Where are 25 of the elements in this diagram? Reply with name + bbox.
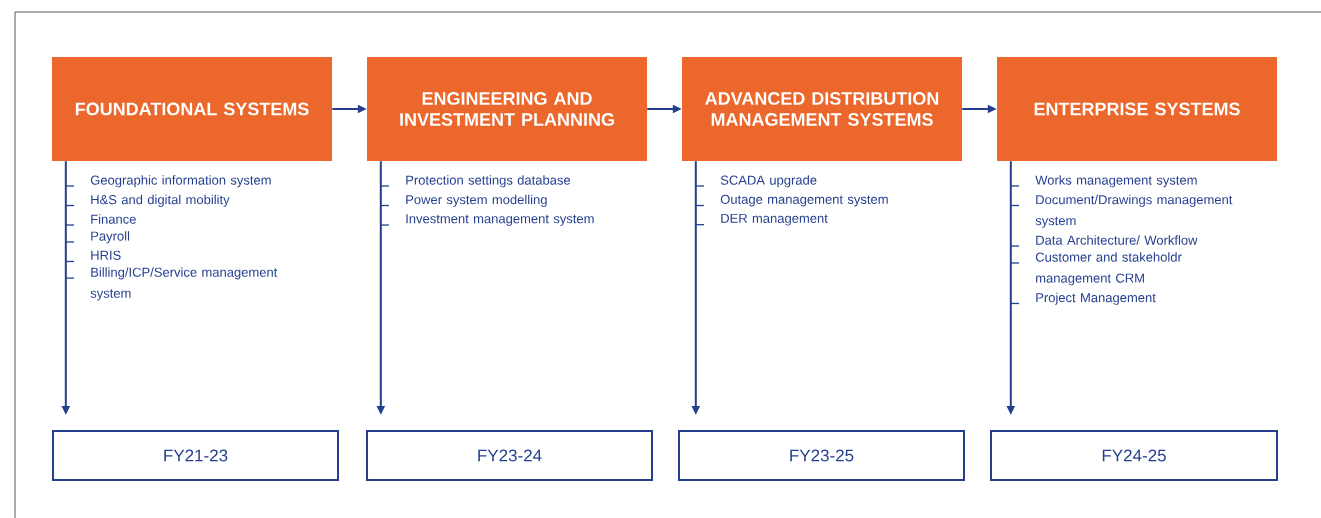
period-box: FY23-24 bbox=[366, 430, 653, 481]
period-box: FY21-23 bbox=[52, 430, 339, 481]
list-item: Customer and stakeholdr management CRM bbox=[1035, 252, 1182, 286]
header-box: ADVANCED DISTRIBUTION MANAGEMENT SYSTEMS bbox=[682, 57, 962, 161]
list-item: DER management bbox=[721, 213, 828, 226]
list-item: Power system modelling bbox=[406, 194, 547, 207]
header-box: ENTERPRISE SYSTEMS bbox=[997, 57, 1277, 161]
list-item: Finance bbox=[91, 214, 136, 224]
list-item: Billing/ICP/Service management system bbox=[90, 267, 278, 301]
period-box: FY24-25 bbox=[990, 430, 1278, 481]
list-item: Works management system bbox=[1035, 175, 1197, 188]
list-item: Outage management system bbox=[720, 194, 888, 207]
list-item: Geographic information system bbox=[90, 175, 271, 188]
header-box: ENGINEERING AND INVESTMENT PLANNING bbox=[367, 57, 647, 161]
list-item: Project Management bbox=[1036, 292, 1156, 305]
list-item: HRIS bbox=[91, 250, 121, 260]
period-box: FY23-25 bbox=[678, 430, 965, 481]
list-item: Investment management system bbox=[406, 214, 594, 226]
list-item: SCADA upgrade bbox=[720, 175, 817, 188]
list-item: Protection settings database bbox=[406, 175, 571, 188]
list-item: Document/Drawings management system bbox=[1035, 194, 1233, 228]
list-item: Data Architecture/ Workflow bbox=[1036, 235, 1198, 245]
list-item: H&S and digital mobility bbox=[91, 194, 230, 207]
header-box: FOUNDATIONAL SYSTEMS bbox=[52, 57, 332, 161]
list-item: Payroll bbox=[91, 231, 130, 244]
